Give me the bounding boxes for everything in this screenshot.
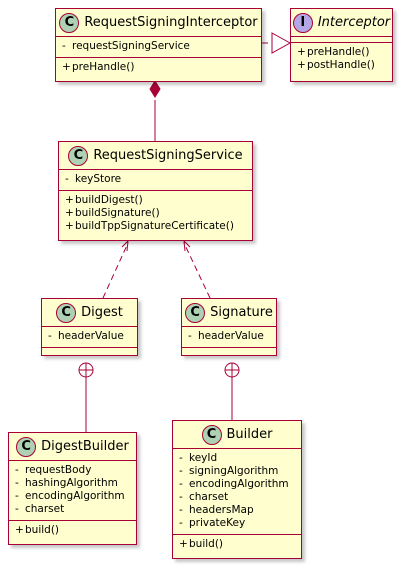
class-name: RequestSigningInterceptor <box>84 15 258 30</box>
field-row: -headerValue <box>188 330 264 342</box>
realization-arrowhead <box>271 32 292 54</box>
methods-section: +build() <box>173 535 301 555</box>
class-header: C Signature <box>182 299 276 327</box>
class-name: Signature <box>210 305 273 320</box>
class-request-signing-service[interactable]: C RequestSigningService -keyStore +build… <box>58 141 253 241</box>
field-row: -requestBody <box>15 464 92 476</box>
method-row: +buildTppSignatureCertificate() <box>65 220 234 232</box>
class-stereotype-icon: C <box>68 145 89 166</box>
dependency-arrowhead-digest <box>121 239 129 252</box>
field-row: -charset <box>15 503 65 515</box>
field-row: -signingAlgorithm <box>179 465 279 477</box>
method-row: +buildSignature() <box>65 207 160 219</box>
class-name: Digest <box>81 305 123 320</box>
methods-section <box>42 348 137 356</box>
field-row: -encodingAlgorithm <box>179 478 289 490</box>
method-row: +postHandle() <box>297 59 375 71</box>
class-stereotype-icon: C <box>16 436 37 457</box>
method-row: +preHandle() <box>62 61 135 73</box>
field-row: -charset <box>179 491 229 503</box>
fields-section: -keyId -signingAlgorithm -encodingAlgori… <box>173 449 301 535</box>
class-request-signing-interceptor[interactable]: C RequestSigningInterceptor -requestSign… <box>55 8 262 82</box>
field-row: -headerValue <box>48 330 124 342</box>
class-stereotype-icon: C <box>59 12 80 33</box>
class-header: C RequestSigningInterceptor <box>56 9 261 37</box>
field-row: -requestSigningService <box>62 40 190 52</box>
class-builder[interactable]: C Builder -keyId -signingAlgorithm -enco… <box>172 420 302 559</box>
class-name: Builder <box>226 427 273 442</box>
class-header: C DigestBuilder <box>9 433 136 461</box>
class-stereotype-icon: C <box>56 302 77 323</box>
class-header: C Digest <box>42 299 137 327</box>
methods-section: +build() <box>9 521 136 541</box>
methods-section <box>182 348 276 356</box>
methods-section: +preHandle() <box>56 58 261 78</box>
dependency-line-digest <box>102 242 129 299</box>
class-header: C Builder <box>173 421 301 449</box>
method-row: +preHandle() <box>297 46 370 58</box>
class-name: RequestSigningService <box>93 148 243 163</box>
field-row: -headersMap <box>179 504 254 516</box>
methods-section: +buildDigest() +buildSignature() +buildT… <box>59 191 252 237</box>
field-row: -encodingAlgorithm <box>15 490 125 502</box>
field-row: -keyStore <box>65 173 122 185</box>
fields-section: -requestBody -hashingAlgorithm -encoding… <box>9 461 136 521</box>
method-row: +build() <box>179 538 224 550</box>
field-row: -privateKey <box>179 517 246 529</box>
class-name: DigestBuilder <box>41 439 129 454</box>
fields-section: -headerValue <box>42 327 137 348</box>
class-digest-builder[interactable]: C DigestBuilder -requestBody -hashingAlg… <box>8 432 137 545</box>
class-stereotype-icon: C <box>201 424 222 445</box>
dependency-line-signature <box>183 242 211 299</box>
fields-section <box>291 37 392 43</box>
methods-section: +preHandle() +postHandle() <box>291 43 392 76</box>
field-row: -keyId <box>179 452 218 464</box>
fields-section: -headerValue <box>182 327 276 348</box>
class-signature[interactable]: C Signature -headerValue <box>181 298 277 356</box>
fields-section: -requestSigningService <box>56 37 261 58</box>
fields-section: -keyStore <box>59 170 252 191</box>
method-row: +buildDigest() <box>65 194 143 206</box>
class-stereotype-icon: C <box>185 302 206 323</box>
composition-diamond <box>149 80 161 98</box>
method-row: +build() <box>15 524 60 536</box>
class-digest[interactable]: C Digest -headerValue <box>41 298 138 356</box>
dependency-arrowhead-signature <box>183 239 191 252</box>
interface-interceptor[interactable]: I Interceptor +preHandle() +postHandle() <box>290 8 393 82</box>
class-name: Interceptor <box>317 15 391 30</box>
field-row: -hashingAlgorithm <box>15 477 118 489</box>
interface-stereotype-icon: I <box>292 12 313 33</box>
class-header: I Interceptor <box>291 9 392 37</box>
class-header: C RequestSigningService <box>59 142 252 170</box>
